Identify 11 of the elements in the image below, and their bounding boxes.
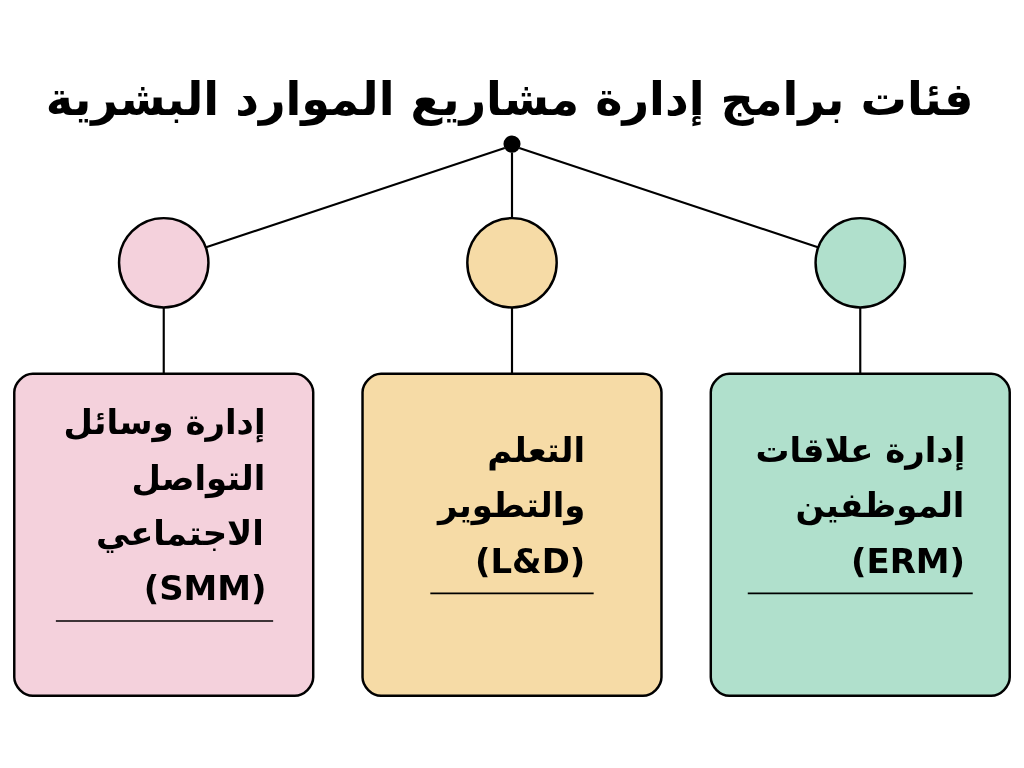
diagram-title: فئات برامج إدارة مشاريع الموارد البشرية <box>45 71 974 126</box>
node-circle <box>814 216 907 309</box>
connector <box>510 152 514 218</box>
connector <box>518 146 819 248</box>
node-circle <box>466 216 558 309</box>
connector <box>162 307 165 374</box>
connector <box>859 307 862 374</box>
node-dot <box>503 135 521 153</box>
node-circle <box>117 216 210 309</box>
connector <box>510 307 514 374</box>
connector <box>205 146 506 248</box>
